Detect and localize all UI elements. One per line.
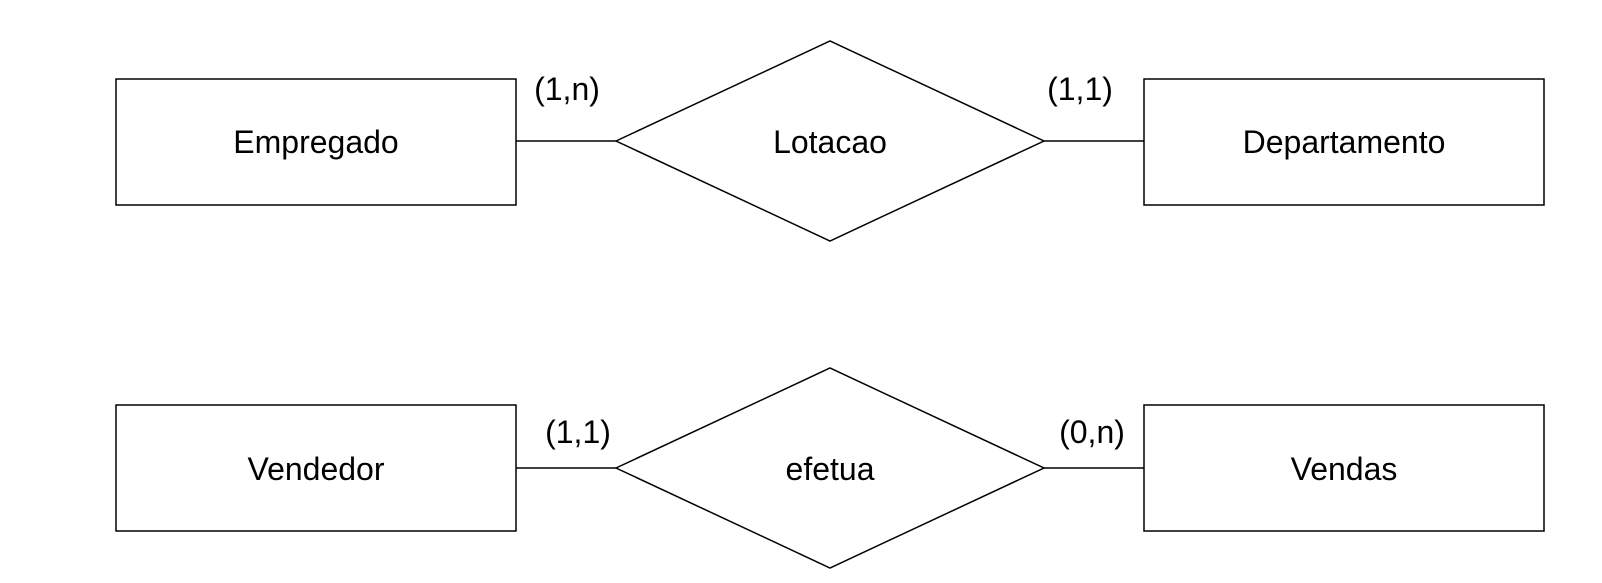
relationship-group-lotacao: Empregado (1,n) Lotacao (1,1) Departamen…	[115, 40, 1545, 242]
entity-vendedor-label: Vendedor	[247, 451, 384, 487]
relationship-efetua-label: efetua	[786, 451, 875, 487]
relationship-lotacao-label: Lotacao	[773, 124, 887, 160]
cardinality-empregado: (1,n)	[534, 71, 600, 107]
entity-departamento[interactable]	[1143, 78, 1545, 206]
cardinality-vendas: (0,n)	[1059, 414, 1125, 450]
entity-departamento-label: Departamento	[1243, 124, 1446, 160]
relationship-group-efetua: Vendedor (1,1) efetua (0,n) Vendas	[115, 367, 1545, 569]
cardinality-departamento: (1,1)	[1047, 71, 1113, 107]
cardinality-vendedor: (1,1)	[545, 414, 611, 450]
entity-empregado[interactable]	[115, 78, 517, 206]
entity-vendedor[interactable]	[115, 404, 517, 532]
entity-empregado-label: Empregado	[233, 124, 398, 160]
entity-vendas-label: Vendas	[1291, 451, 1398, 487]
entity-vendas[interactable]	[1143, 404, 1545, 532]
